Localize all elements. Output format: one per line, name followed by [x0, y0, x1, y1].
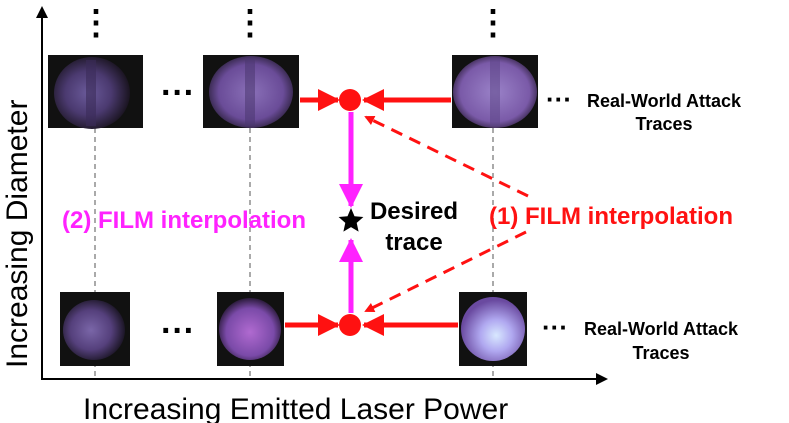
real-world-traces-bottom-label: Traces: [632, 343, 689, 363]
red-dashed-arrow: [364, 115, 529, 198]
horizontal-ellipsis: ···: [161, 74, 195, 112]
horizontal-ellipsis: ···: [542, 312, 568, 342]
real-world-traces-bottom-label: Real-World Attack: [584, 319, 739, 339]
y-axis-label: Increasing Diameter: [1, 100, 34, 368]
trace-image-top-1: [48, 55, 143, 129]
horizontal-ellipsis: ···: [546, 84, 572, 114]
desired-trace-label: trace: [385, 229, 442, 256]
vertical-ellipsis: ⋮: [79, 4, 113, 42]
star-icon: [338, 208, 364, 232]
desired-trace-label: Desired: [370, 198, 458, 225]
trace-image-top-3: [452, 55, 538, 128]
real-world-traces-top-label: Traces: [635, 114, 692, 134]
red-dashed-arrow: [364, 230, 527, 313]
trace-image-bottom-3: [459, 292, 527, 366]
film-interpolation-1-label: (1) FILM interpolation: [489, 203, 733, 230]
trace-image-bottom-2: [217, 292, 284, 366]
horizontal-ellipsis: ···: [161, 312, 195, 350]
vertical-ellipsis: ⋮: [476, 4, 510, 42]
red-dot-bottom: [339, 314, 361, 336]
trace-image-bottom-1: [60, 292, 130, 366]
red-dot-top: [339, 89, 361, 111]
real-world-traces-top-label: Real-World Attack: [587, 91, 742, 111]
trace-image-top-2: [203, 55, 299, 128]
film-interpolation-2-label: (2) FILM interpolation: [62, 207, 306, 234]
x-axis-label: Increasing Emitted Laser Power: [83, 393, 508, 423]
vertical-ellipsis: ⋮: [233, 4, 267, 42]
